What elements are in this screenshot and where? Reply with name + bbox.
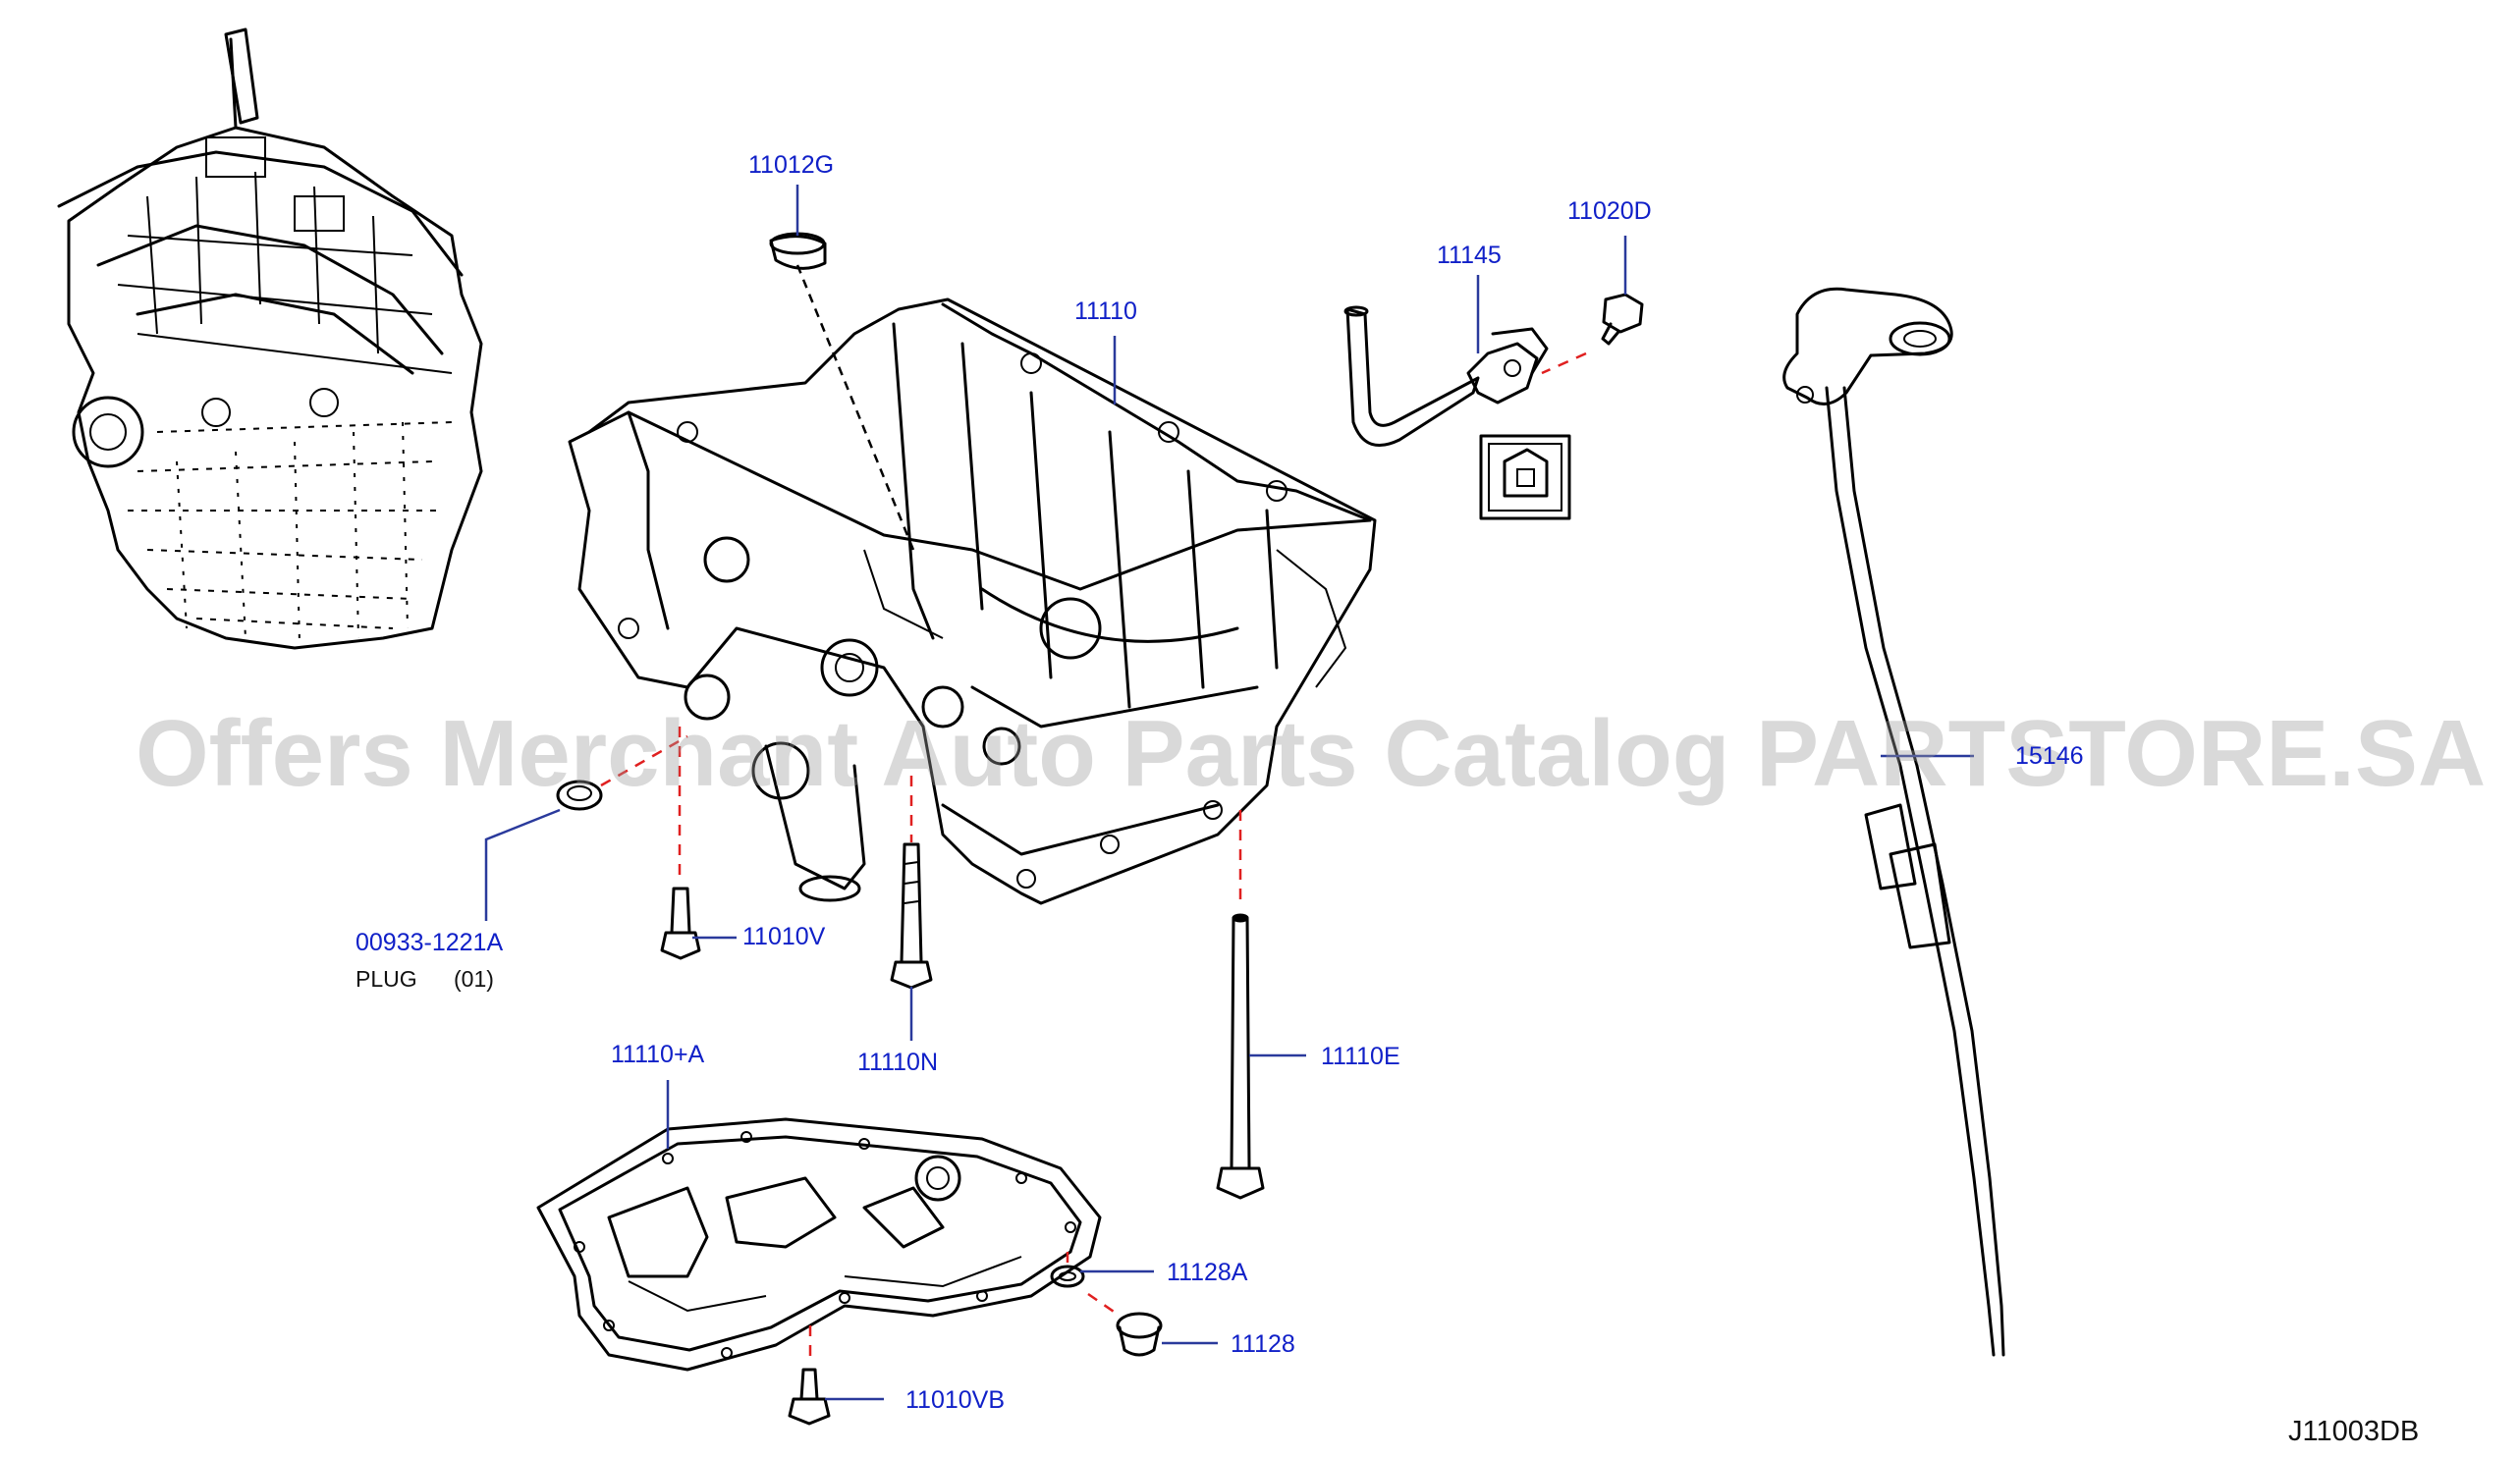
- part-label-11110a[interactable]: 11110+A: [611, 1041, 705, 1068]
- plug-quantity: (01): [454, 966, 494, 992]
- cap-11012g-illustration: [769, 232, 827, 270]
- part-label-00933-1221a[interactable]: 00933-1221A: [356, 929, 503, 956]
- bolt-11110e-illustration: [1216, 913, 1265, 1200]
- label-leader-lines: [484, 185, 1974, 1401]
- part-labels: 11012G 11110 11145 11020D 15146 00933-12…: [356, 151, 2084, 1414]
- bolt-11110n-illustration: [890, 842, 933, 990]
- bolt-11010v-illustration: [660, 887, 701, 960]
- oil-level-gauge-15146-illustration: [1782, 287, 2005, 1357]
- oil-pan-11110a-illustration: [536, 1117, 1102, 1372]
- part-label-11020d[interactable]: 11020D: [1567, 197, 1652, 225]
- washer-11128a-illustration: [1050, 1265, 1085, 1288]
- plug-00933-1221a-illustration: [556, 780, 603, 811]
- part-label-15146[interactable]: 15146: [2015, 742, 2084, 770]
- part-label-11110[interactable]: 11110: [1074, 297, 1137, 325]
- part-label-11010vb[interactable]: 11010VB: [905, 1386, 1005, 1414]
- drawing-code: J11003DB: [2288, 1416, 2419, 1447]
- lower-crankcase-illustration: [568, 297, 1377, 905]
- part-label-11110e[interactable]: 11110E: [1321, 1043, 1400, 1070]
- part-label-11012g[interactable]: 11012G: [748, 151, 834, 179]
- breather-hose-11145-illustration: [1343, 305, 1549, 448]
- assembly-dashed-lines: [600, 264, 1587, 1365]
- part-label-11128[interactable]: 11128: [1231, 1330, 1295, 1358]
- part-label-11010v[interactable]: 11010V: [742, 923, 826, 950]
- part-label-11128a[interactable]: 11128A: [1167, 1259, 1248, 1286]
- drain-plug-11128-illustration: [1116, 1312, 1163, 1357]
- plug-note: PLUG: [356, 966, 417, 992]
- bolt-11020d-illustration: [1601, 293, 1644, 346]
- reference-symbol-box: [1479, 434, 1571, 520]
- watermark-text: Offers Merchant Auto Parts Catalog PARTS…: [136, 701, 2486, 806]
- engine-assembly-illustration: [57, 27, 483, 650]
- bolt-11010vb-illustration: [788, 1368, 831, 1426]
- part-label-11110n[interactable]: 11110N: [857, 1049, 938, 1076]
- part-label-11145[interactable]: 11145: [1437, 242, 1502, 269]
